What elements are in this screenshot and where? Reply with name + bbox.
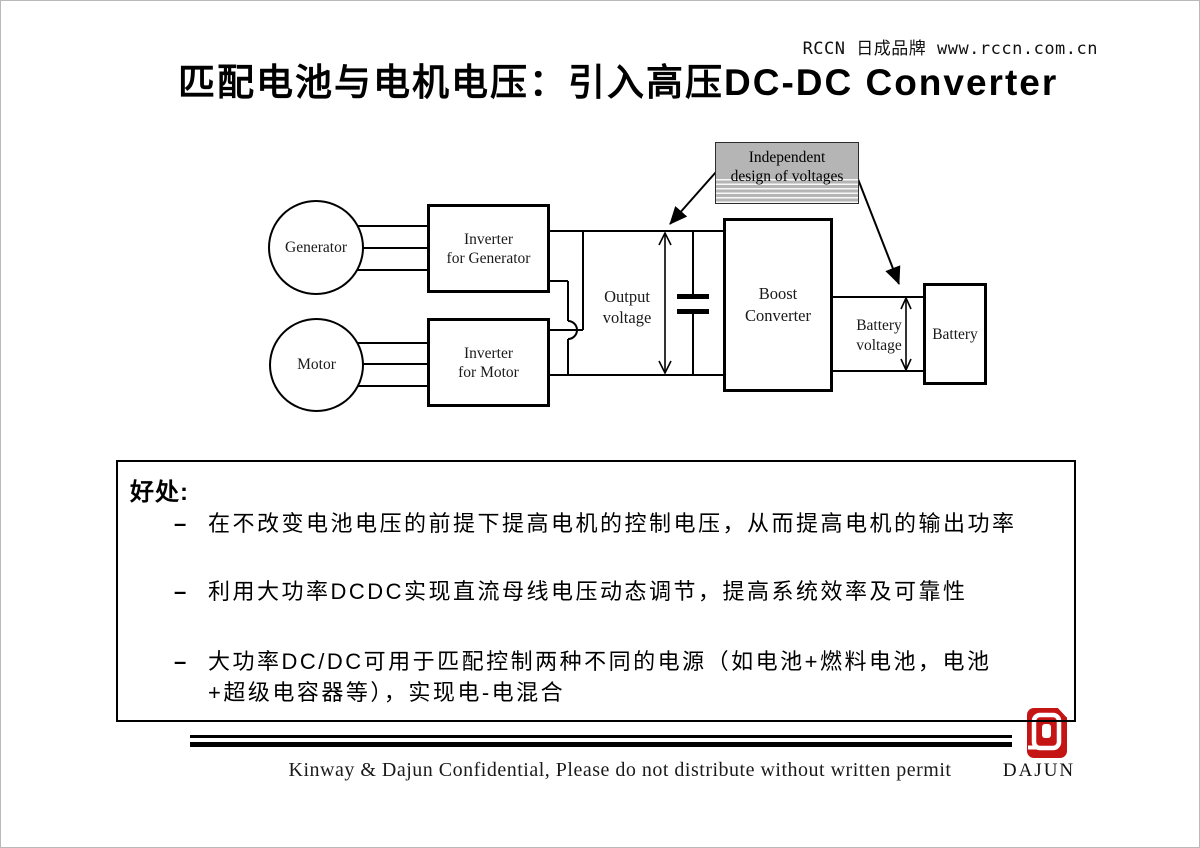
motor-wires [348, 342, 427, 387]
dajun-logo-text: DAJUN [1002, 760, 1076, 781]
motor-label: Motor [297, 356, 336, 373]
boost-converter-line2: Converter [745, 306, 811, 325]
benefit-text-3: 大功率DC/DC可用于匹配控制两种不同的电源（如电池+燃料电池，电池+超级电容器… [208, 649, 992, 705]
battery-voltage-line2: voltage [856, 337, 902, 354]
bullet-dash: – [174, 649, 189, 674]
battery-wires [833, 296, 923, 372]
benefit-item-2: – 利用大功率DCDC实现直流母线电压动态调节，提高系统效率及可靠性 [174, 576, 1023, 607]
output-voltage-label: Output voltage [586, 286, 668, 328]
benefit-text-1: 在不改变电池电压的前提下提高电机的控制电压，从而提高电机的输出功率 [208, 511, 1017, 536]
benefit-item-3: – 大功率DC/DC可用于匹配控制两种不同的电源（如电池+燃料电池，电池+超级电… [174, 646, 1023, 708]
inverter-motor-box: Inverter for Motor [427, 318, 550, 407]
brand-header: RCCN 日成品牌 www.rccn.com.cn [802, 39, 1098, 59]
battery-box: Battery [923, 283, 987, 385]
bullet-dash: – [174, 579, 189, 604]
annotation-line2: design of voltages [730, 168, 844, 185]
annotation-line1: Independent [748, 149, 826, 166]
battery-label: Battery [932, 325, 978, 343]
capacitor [677, 231, 709, 375]
logo-spiral-channel [1031, 712, 1062, 751]
independent-design-callout: Independent design of voltages [715, 142, 859, 204]
battery-voltage-arrow [900, 296, 912, 372]
logo-top-slit [1054, 701, 1068, 718]
inverter-generator-line2: for Generator [446, 249, 531, 267]
generator-label: Generator [285, 238, 347, 256]
bullet-dash: – [174, 511, 189, 536]
logo-center [1042, 724, 1051, 738]
annotation-arrows [669, 171, 901, 285]
benefits-heading: 好处: [130, 479, 189, 506]
inverter-motor-line1: Inverter [463, 344, 514, 362]
inverter-generator-box: Inverter for Generator [427, 204, 550, 293]
stripes-decoration [716, 179, 858, 203]
inverter-generator-line1: Inverter [463, 230, 514, 248]
footer-rule-thick [190, 742, 1012, 747]
battery-voltage-label: Battery voltage [840, 316, 918, 356]
output-voltage-line1: Output [604, 287, 650, 306]
battery-voltage-line1: Battery [856, 317, 902, 334]
boost-converter-line1: Boost [758, 284, 798, 303]
inverter-motor-line2: for Motor [458, 363, 519, 381]
benefit-text-2: 利用大功率DCDC实现直流母线电压动态调节，提高系统效率及可靠性 [208, 579, 968, 604]
benefits-box: 好处: – 在不改变电池电压的前提下提高电机的控制电压，从而提高电机的输出功率 … [116, 460, 1076, 722]
motor-node: Motor [269, 318, 364, 412]
footer-rule-thin [190, 735, 1012, 738]
benefit-item-1: – 在不改变电池电压的前提下提高电机的控制电压，从而提高电机的输出功率 [174, 508, 1023, 539]
boost-converter-box: Boost Converter [723, 218, 833, 392]
slide-title: 匹配电池与电机电压：引入高压DC-DC Converter [178, 62, 1059, 103]
confidential-notice: Kinway & Dajun Confidential, Please do n… [288, 759, 952, 781]
output-voltage-arrow [658, 231, 672, 375]
output-voltage-line2: voltage [602, 308, 652, 327]
generator-wires [348, 225, 427, 271]
generator-node: Generator [268, 200, 364, 295]
dc-bus-wires [550, 230, 725, 376]
